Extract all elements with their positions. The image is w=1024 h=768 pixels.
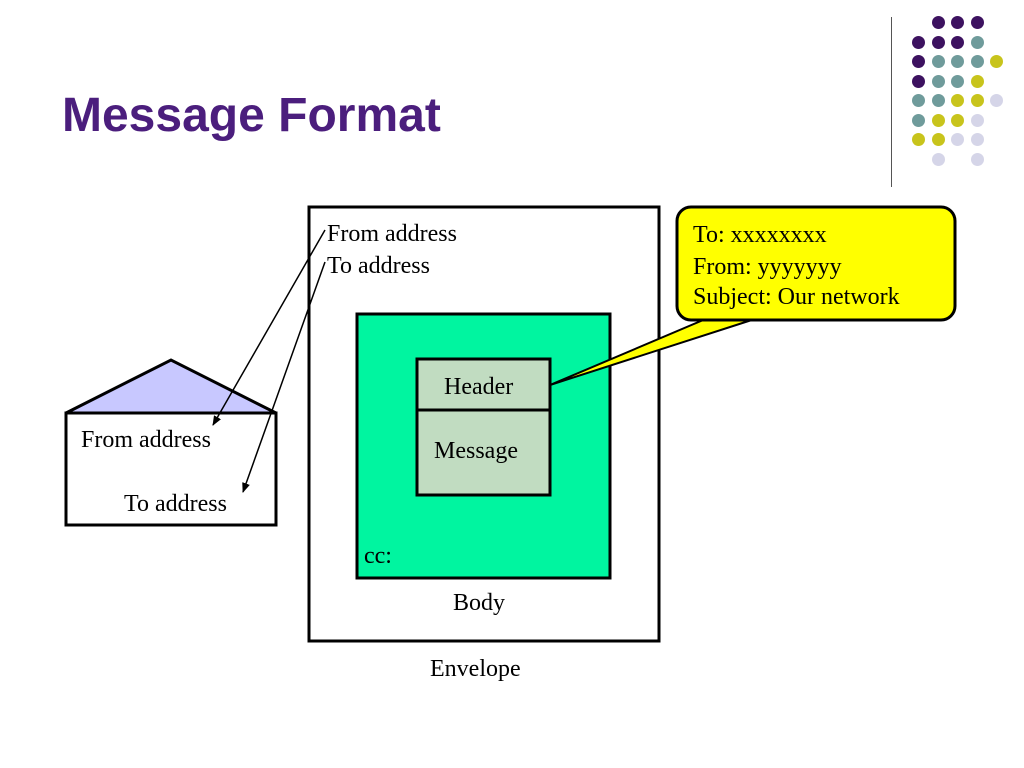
envelope-icon-from-label: From address <box>81 427 211 453</box>
decorative-dot <box>912 74 925 88</box>
page-title: Message Format <box>62 89 441 142</box>
decorative-dot <box>990 94 1003 107</box>
from-address-arrow <box>212 229 326 426</box>
envelope-icon-box <box>64 411 278 527</box>
decorative-dot <box>931 133 945 146</box>
decorative-dot <box>951 133 964 146</box>
decorative-dot <box>912 35 925 49</box>
decorative-dot <box>931 94 945 107</box>
decorative-dot <box>970 133 984 146</box>
message-box <box>415 408 552 497</box>
decorative-dot <box>931 152 945 166</box>
decorative-dot <box>970 16 984 29</box>
decorative-dot <box>990 55 1003 68</box>
decorative-dot <box>970 113 984 127</box>
decorative-dot <box>951 35 964 49</box>
decorative-dot <box>970 35 984 49</box>
decorative-dot <box>970 94 984 107</box>
callout-from-line: From: yyyyyyy <box>693 254 842 280</box>
decorative-dot <box>951 16 964 29</box>
decorative-dot <box>951 113 964 127</box>
decorative-dot <box>931 74 945 88</box>
envelope-from-label: From address <box>327 221 457 247</box>
decorative-dot <box>931 35 945 49</box>
callout-subject-line: Subject: Our network <box>693 284 900 310</box>
cc-label: cc: <box>364 543 392 569</box>
header-label: Header <box>444 374 514 400</box>
decorative-dot <box>970 74 984 88</box>
decorative-divider <box>891 17 892 187</box>
decorative-dot <box>912 55 925 68</box>
decorative-dot <box>951 55 964 68</box>
to-address-arrow <box>242 261 326 493</box>
envelope-flap <box>65 358 277 415</box>
decorative-dot <box>931 113 945 127</box>
envelope-caption: Envelope <box>430 656 521 682</box>
decorative-dot <box>931 55 945 68</box>
decorative-dot <box>912 113 925 127</box>
decorative-dot <box>970 55 984 68</box>
header-box <box>415 357 552 412</box>
decorative-dot <box>951 74 964 88</box>
envelope-icon-to-label: To address <box>124 491 227 517</box>
body-caption: Body <box>453 590 506 616</box>
decorative-dot <box>912 133 925 146</box>
decorative-dot <box>931 16 945 29</box>
decorative-dot <box>912 94 925 107</box>
envelope-to-label: To address <box>327 253 430 279</box>
decorative-dot <box>970 152 984 166</box>
message-label: Message <box>434 438 518 464</box>
callout-to-line: To: xxxxxxxx <box>693 222 827 248</box>
decorative-dot <box>951 94 964 107</box>
callout-box <box>675 205 957 322</box>
